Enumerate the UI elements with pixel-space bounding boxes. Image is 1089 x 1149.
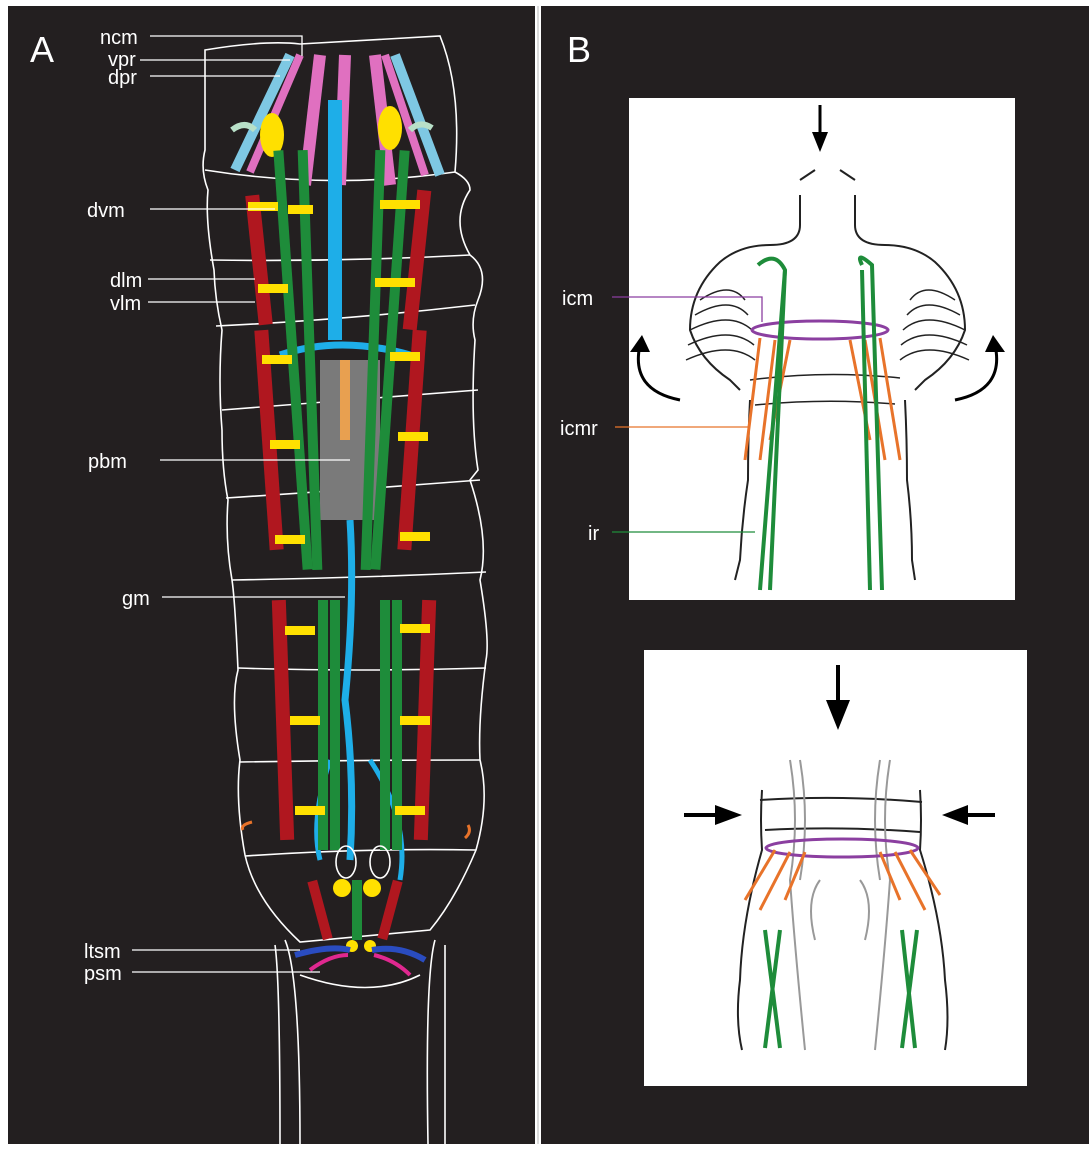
- panel-b-letter: B: [567, 29, 591, 70]
- label-ltsm: ltsm: [84, 941, 121, 963]
- panel-b-bottom-inset: [644, 650, 1027, 1086]
- panel-a-letter: A: [30, 29, 54, 70]
- pbm-orange-strip: [340, 360, 350, 440]
- gut-foregut: [328, 100, 342, 340]
- label-dlm: dlm: [110, 270, 142, 292]
- label-vlm: vlm: [110, 293, 141, 315]
- label-ncm: ncm: [100, 27, 138, 49]
- right-eye-spot: [378, 106, 402, 150]
- label-dvm: dvm: [87, 200, 125, 222]
- label-psm: psm: [84, 963, 122, 985]
- panel-b-top-inset: [629, 98, 1015, 600]
- label-icm: icm: [562, 288, 593, 310]
- label-ir: ir: [588, 523, 599, 545]
- label-dpr: dpr: [108, 67, 137, 89]
- label-pbm: pbm: [88, 451, 127, 473]
- label-gm: gm: [122, 588, 150, 610]
- label-icmr: icmr: [560, 418, 598, 440]
